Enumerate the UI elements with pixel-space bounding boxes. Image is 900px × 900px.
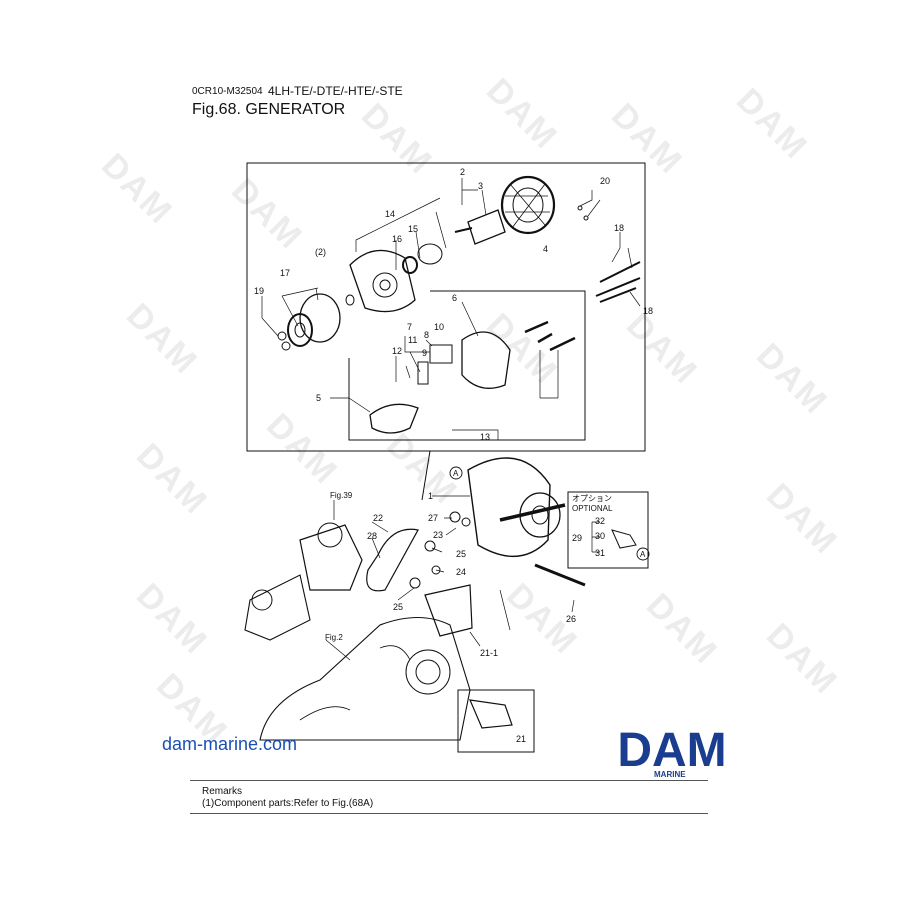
remarks-top-rule bbox=[190, 780, 708, 781]
dam-marine-logo: DAM bbox=[617, 724, 726, 772]
site-link[interactable]: dam-marine.com bbox=[162, 734, 298, 754]
callout-32: 32 bbox=[595, 516, 605, 526]
callout-4: 4 bbox=[543, 244, 548, 254]
inset-frame bbox=[348, 290, 586, 441]
rotor-part bbox=[467, 209, 506, 245]
callout-17: 17 bbox=[280, 268, 290, 278]
insulator-bolts bbox=[524, 320, 576, 352]
callout-28: 28 bbox=[367, 531, 377, 541]
callout-18-top: 18 bbox=[614, 223, 624, 233]
callout-16: 16 bbox=[392, 234, 402, 244]
callout-21: 21 bbox=[516, 734, 526, 744]
callout-10: 10 bbox=[434, 322, 444, 332]
callout-25-lower: 25 bbox=[393, 602, 403, 612]
callout-6: 6 bbox=[452, 293, 457, 303]
document-code: 0CR10-M32504 bbox=[192, 86, 263, 97]
callout-27: 27 bbox=[428, 513, 438, 523]
stator-part bbox=[500, 175, 556, 235]
callout-3: 3 bbox=[478, 181, 483, 191]
callout-8: 8 bbox=[424, 330, 429, 340]
callout-7: 7 bbox=[407, 322, 412, 332]
regulator bbox=[429, 344, 453, 364]
callout-30: 30 bbox=[595, 531, 605, 541]
remarks-line-1: (1)Component parts:Refer to Fig.(68A) bbox=[202, 798, 374, 809]
optional-label-jp: オプション bbox=[572, 494, 612, 503]
callout-24: 24 bbox=[456, 567, 466, 577]
bracket-detail-frame bbox=[457, 689, 535, 753]
callout-14: 14 bbox=[385, 209, 395, 219]
front-bracket bbox=[349, 249, 416, 313]
optional-label-en: OPTIONAL bbox=[572, 504, 613, 513]
callout-22: 22 bbox=[373, 513, 383, 523]
callout-31: 31 bbox=[595, 548, 605, 558]
ref-fig2: Fig.2 bbox=[325, 633, 343, 642]
callout-21-1: 21-1 bbox=[480, 648, 498, 658]
optional-frame bbox=[567, 491, 649, 569]
callout-18-bottom: 18 bbox=[643, 306, 653, 316]
callout-9: 9 bbox=[422, 348, 427, 358]
detail-frame bbox=[246, 162, 646, 452]
bearing-plate bbox=[417, 243, 443, 265]
rectifier bbox=[369, 403, 419, 434]
remarks-heading: Remarks bbox=[202, 786, 243, 797]
marker-a-optional: A bbox=[640, 550, 646, 559]
remarks-bottom-rule bbox=[190, 813, 708, 814]
figure-title: Fig.68. GENERATOR bbox=[192, 101, 346, 118]
pulley bbox=[287, 313, 313, 347]
callout-1: 1 bbox=[428, 491, 433, 501]
callout-29: 29 bbox=[572, 533, 582, 543]
callout-13: 13 bbox=[480, 432, 490, 442]
gear-case bbox=[259, 617, 471, 741]
callout-20: 20 bbox=[600, 176, 610, 186]
mounting-bolt bbox=[534, 563, 586, 587]
fan bbox=[299, 293, 341, 343]
logo-text: DAM bbox=[617, 724, 726, 772]
callout-2: 2 bbox=[460, 167, 465, 177]
callout-2-ref: (2) bbox=[315, 247, 326, 257]
callout-25-upper: 25 bbox=[456, 549, 466, 559]
callout-19: 19 bbox=[254, 286, 264, 296]
callout-5: 5 bbox=[316, 393, 321, 403]
alternator bbox=[467, 457, 551, 557]
callout-23: 23 bbox=[433, 530, 443, 540]
callout-26: 26 bbox=[566, 614, 576, 624]
adjusting-bracket bbox=[424, 584, 473, 637]
marker-a: A bbox=[453, 469, 459, 478]
water-pump bbox=[299, 524, 363, 591]
callout-15: 15 bbox=[408, 224, 418, 234]
logo-subtitle: MARINE bbox=[654, 770, 686, 779]
v-belt bbox=[366, 528, 419, 592]
callout-11: 11 bbox=[408, 335, 417, 345]
callout-12: 12 bbox=[392, 346, 402, 356]
rear-cover bbox=[461, 331, 511, 389]
through-bolt bbox=[599, 261, 641, 283]
engine-models: 4LH-TE/-DTE/-HTE/-STE bbox=[268, 84, 403, 98]
ref-fig39: Fig.39 bbox=[330, 491, 353, 500]
